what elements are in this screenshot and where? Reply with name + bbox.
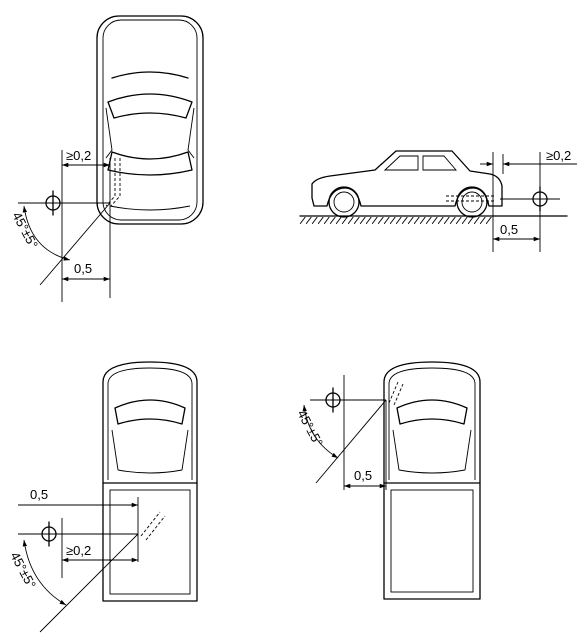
- panel-sedan-side: ≥0,2 0,5: [299, 148, 577, 252]
- sedan-top-body: [96, 15, 204, 225]
- pickup-left-body: [102, 361, 198, 602]
- pickup-right-body: [383, 361, 481, 600]
- panel-sedan-top: ≥0,2 0,5 45°±5°: [9, 15, 204, 302]
- panel-pickup-left: 0,5 ≥0,2 45°±5°: [7, 361, 198, 633]
- side-sensor-symbol: [532, 186, 548, 212]
- side-min-offset-label: ≥0,2: [546, 148, 571, 163]
- pickup-left-distance-label: 0,5: [30, 487, 48, 502]
- ground-hatch: [300, 217, 492, 224]
- panel-pickup-right: 0,5 45°±5°: [294, 361, 481, 600]
- sedan-side-body: [311, 150, 503, 218]
- pickup-right-distance-label: 0,5: [354, 468, 372, 483]
- pickup-left-angle-label: 45°±5°: [7, 549, 39, 591]
- pickup-left-min-offset-label: ≥0,2: [66, 543, 91, 558]
- side-distance-label: 0,5: [500, 222, 518, 237]
- angle-label: 45°±5°: [9, 209, 41, 251]
- distance-label: 0,5: [74, 261, 92, 276]
- min-offset-label: ≥0,2: [66, 148, 91, 163]
- pickup-right-angle-label: 45°±5°: [294, 407, 326, 449]
